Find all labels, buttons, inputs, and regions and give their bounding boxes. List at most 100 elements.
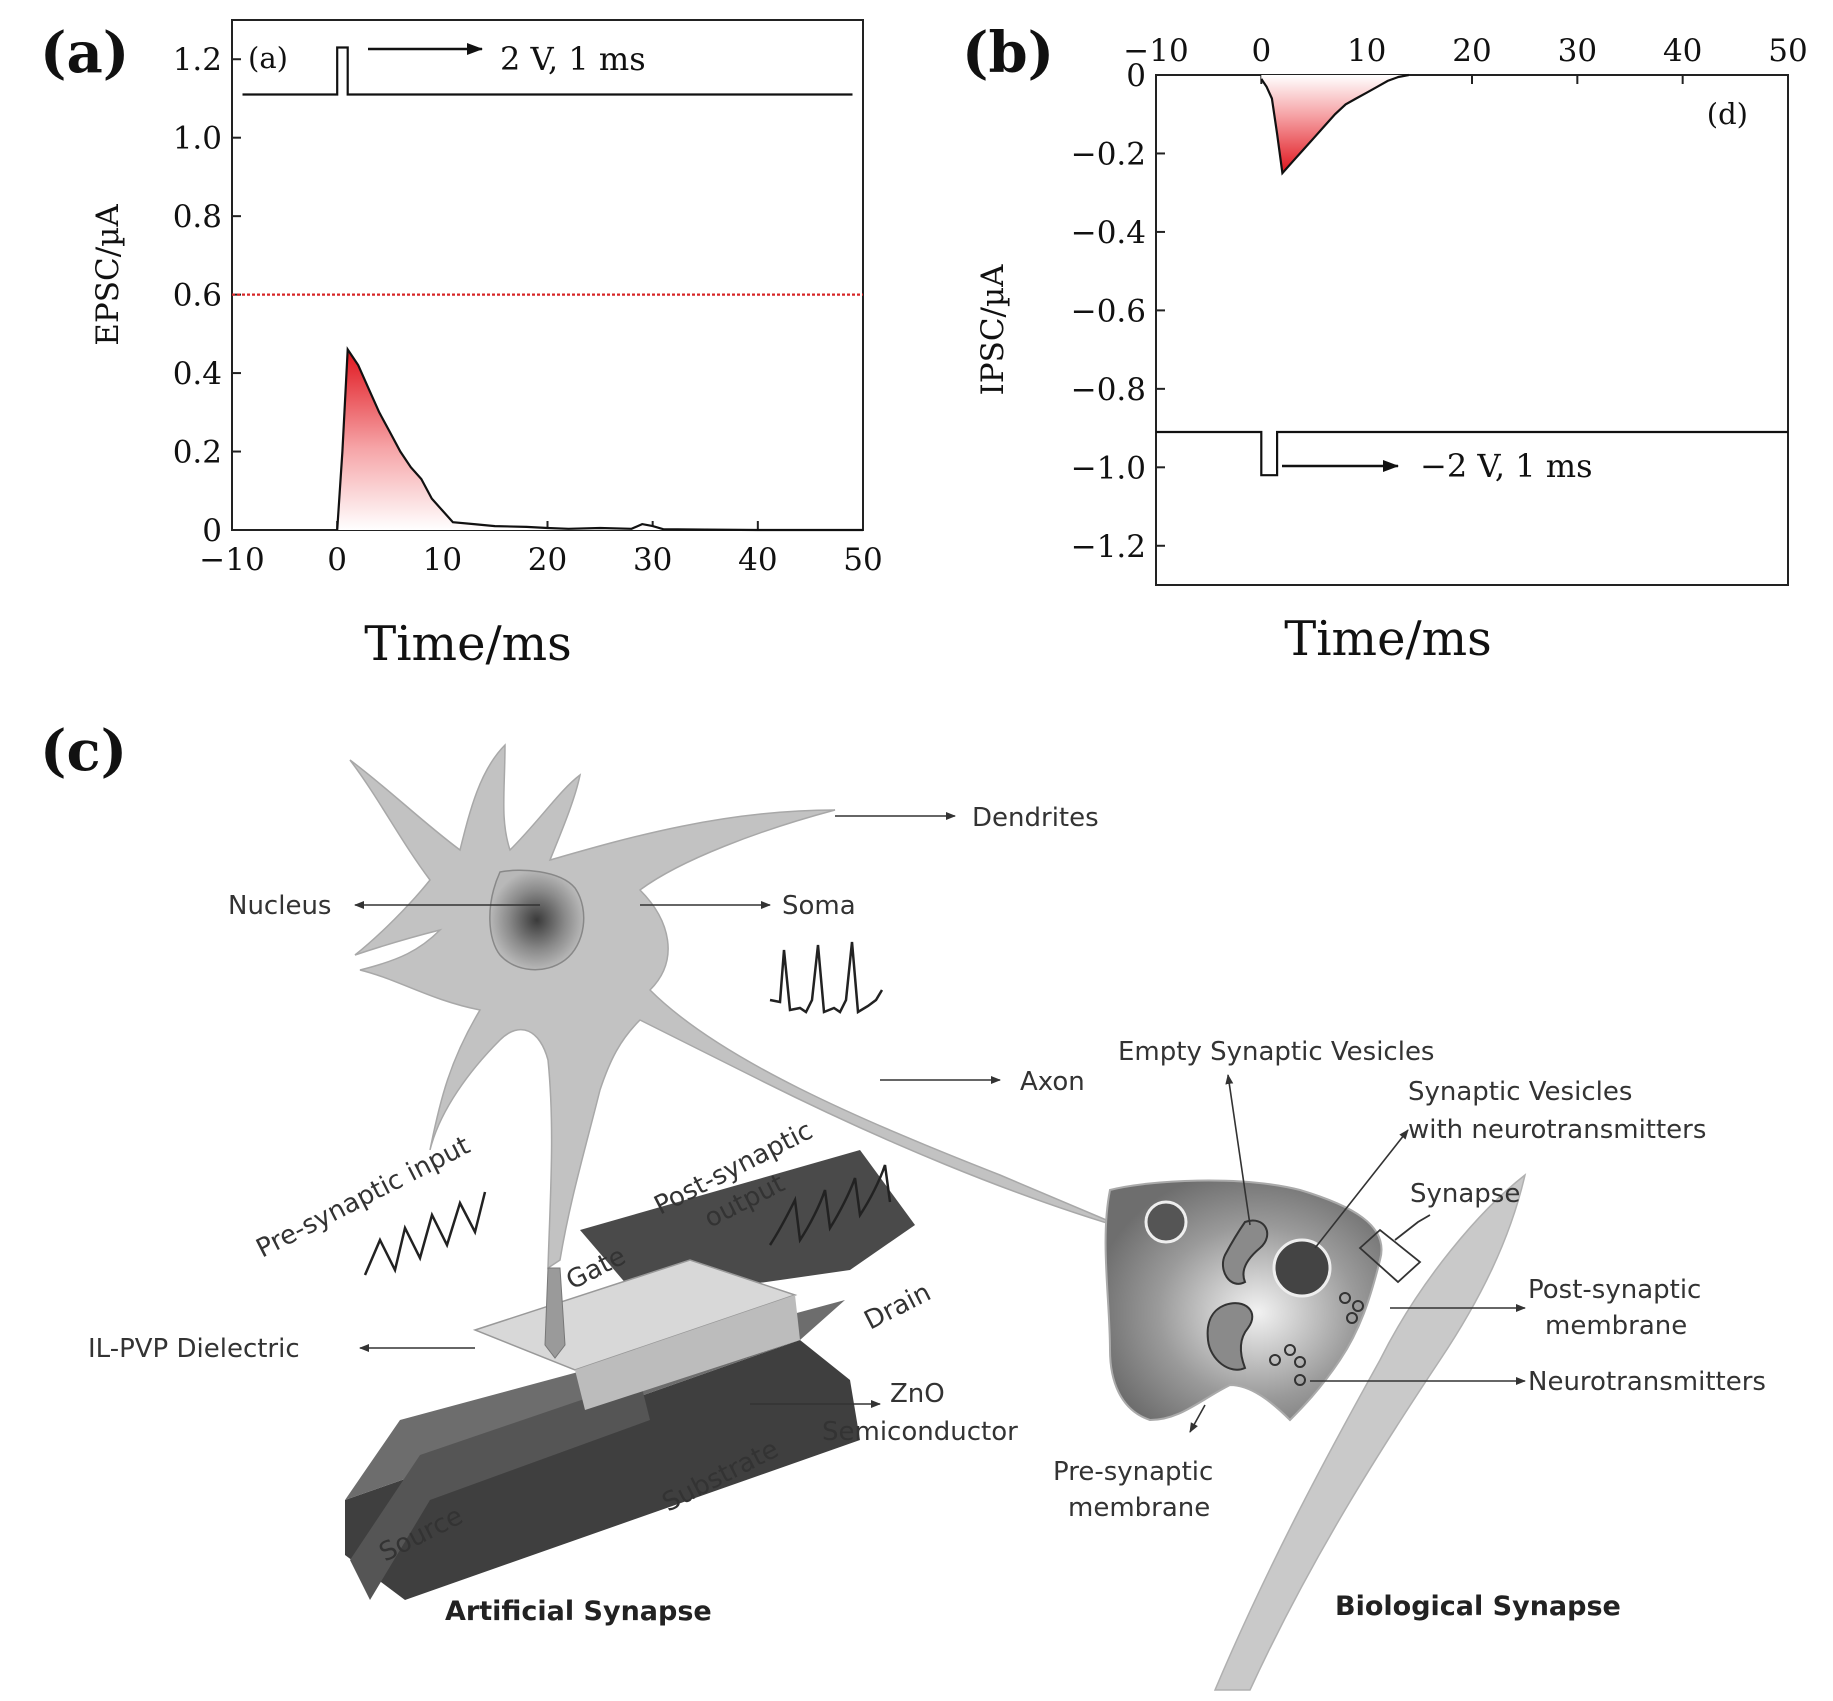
caption-artificial: Artificial Synapse (445, 1596, 712, 1627)
label-synapse: Synapse (1410, 1179, 1520, 1209)
ipsc-curve (1260, 73, 1410, 176)
label-empty-vesicles: Empty Synaptic Vesicles (1118, 1037, 1434, 1067)
x-tick-label: 10 (423, 542, 462, 578)
pulse-trace-b (1156, 430, 1788, 477)
plot-frame-a (231, 19, 864, 531)
label-neurotransmitters: Neurotransmitters (1528, 1367, 1766, 1397)
x-axis-title-a: Time/ms (364, 616, 572, 672)
panel-label-c: (c) (40, 718, 127, 784)
inner-tag-b: (d) (1707, 97, 1748, 131)
epsc-fill (337, 349, 863, 530)
y-tick-label: −0.6 (1071, 293, 1146, 329)
y-axis-label-a: EPSC/µA (90, 204, 126, 346)
x-tick-label: 10 (1347, 33, 1386, 69)
label-pre-membrane-line2: membrane (1068, 1493, 1210, 1523)
caption-biological: Biological Synapse (1335, 1591, 1621, 1622)
synapse-bracket (1358, 1214, 1431, 1284)
y-tick-label: −0.2 (1071, 136, 1146, 172)
x-tick-label: 20 (528, 542, 567, 578)
neurotransmitter (1284, 1344, 1296, 1356)
epsc-curve (336, 346, 863, 532)
inner-tag-a: (a) (248, 41, 288, 75)
x-tick-label: 40 (1663, 33, 1702, 69)
x-axis-title-b: Time/ms (1284, 611, 1492, 667)
label-axon: Axon (1020, 1067, 1085, 1097)
vesicle-with-nt (1144, 1200, 1188, 1244)
x-tick-label: 0 (327, 542, 347, 578)
label-soma: Soma (782, 891, 856, 921)
synapse-diagram: Dendrites Nucleus Soma Axon Empty Synapt… (88, 743, 1766, 1691)
neurotransmitter (1294, 1374, 1306, 1386)
label-post-membrane-line1: Post-synaptic (1528, 1275, 1701, 1305)
x-tick-label: −10 (199, 542, 264, 578)
neurotransmitter (1352, 1300, 1364, 1312)
drain-electrode (580, 1150, 915, 1300)
y-tick-label: −0.8 (1071, 372, 1146, 408)
label-nucleus: Nucleus (228, 891, 331, 921)
vesicles-nt-pointer (1314, 1129, 1409, 1249)
nucleus (489, 869, 585, 971)
output-waveform (768, 1164, 892, 1246)
x-tick-label: 20 (1452, 33, 1491, 69)
y-tick-label: 1.2 (173, 42, 222, 78)
label-vesicles-nt-line1: Synaptic Vesicles (1408, 1077, 1632, 1107)
y-tick-label: 0 (1126, 58, 1146, 94)
y-tick-label: −0.4 (1071, 215, 1146, 251)
x-tick-label: 50 (1768, 33, 1807, 69)
x-ticks-a: −10 0 10 20 30 40 50 (199, 521, 883, 578)
empty-vesicle-2 (1206, 1302, 1254, 1371)
neurotransmitter (1346, 1312, 1358, 1324)
y-tick-label: 0 (202, 513, 222, 549)
x-tick-label: 30 (633, 542, 672, 578)
plot-frame-b (1155, 74, 1789, 586)
y-tick-label: 0.4 (173, 356, 222, 392)
y-tick-label: 0.8 (173, 199, 222, 235)
panel-label-b: (b) (962, 20, 1054, 86)
spike-train (769, 941, 884, 1015)
pulse-annotation-a: 2 V, 1 ms (500, 40, 646, 78)
empty-vesicle (1222, 1219, 1269, 1285)
label-dendrites: Dendrites (972, 803, 1099, 833)
source-electrode (350, 1380, 650, 1600)
label-dielectric: IL-PVP Dielectric (88, 1334, 300, 1364)
label-vesicles-nt-line2: with neurotransmitters (1408, 1115, 1706, 1145)
y-tick-label: 1.0 (173, 121, 222, 157)
substrate-block (345, 1340, 860, 1600)
postsynaptic-dendrite (1213, 1173, 1527, 1691)
neurotransmitter (1294, 1356, 1306, 1368)
label-zno-line2: Semiconductor (822, 1417, 1018, 1447)
label-pre-membrane-line1: Pre-synaptic (1053, 1457, 1213, 1487)
x-tick-label: 50 (843, 542, 882, 578)
vesicle-with-nt-large (1272, 1238, 1332, 1298)
x-tick-label: −10 (1123, 33, 1188, 69)
y-ticks-a: 0 0.2 0.4 0.6 0.8 1.0 1.2 (173, 42, 241, 549)
y-tick-label: 0.6 (173, 278, 222, 314)
ipsc-fill (1261, 75, 1409, 174)
y-tick-label: −1.0 (1071, 450, 1146, 486)
neurotransmitter (1269, 1354, 1281, 1366)
x-tick-label: 40 (738, 542, 777, 578)
input-pulse-train (363, 1191, 487, 1276)
y-tick-label: −1.2 (1071, 529, 1146, 565)
zno-channel (575, 1295, 800, 1410)
label-zno-line1: ZnO (890, 1379, 945, 1409)
label-drain: Drain (860, 1278, 936, 1337)
x-tick-label: 0 (1251, 33, 1271, 69)
neurotransmitter (1339, 1292, 1351, 1304)
label-post-membrane-line2: membrane (1545, 1311, 1687, 1341)
x-tick-label: 30 (1558, 33, 1597, 69)
x-ticks-b: −10 0 10 20 30 40 50 (1123, 33, 1808, 84)
pre-membrane-pointer (1189, 1404, 1206, 1433)
label-pre-input: Pre-synaptic input (252, 1131, 475, 1265)
gate-probe (544, 1267, 566, 1359)
y-tick-label: 0.2 (173, 435, 222, 471)
pulse-annotation-b: −2 V, 1 ms (1420, 447, 1593, 485)
panel-label-a: (a) (40, 20, 129, 86)
y-ticks-b: 0 −0.2 −0.4 −0.6 −0.8 −1.0 −1.2 (1071, 58, 1165, 565)
y-axis-label-b: IPSC/µA (975, 264, 1011, 396)
pulse-trace-a (242, 46, 853, 96)
empty-vesicles-pointer (1225, 1074, 1251, 1226)
